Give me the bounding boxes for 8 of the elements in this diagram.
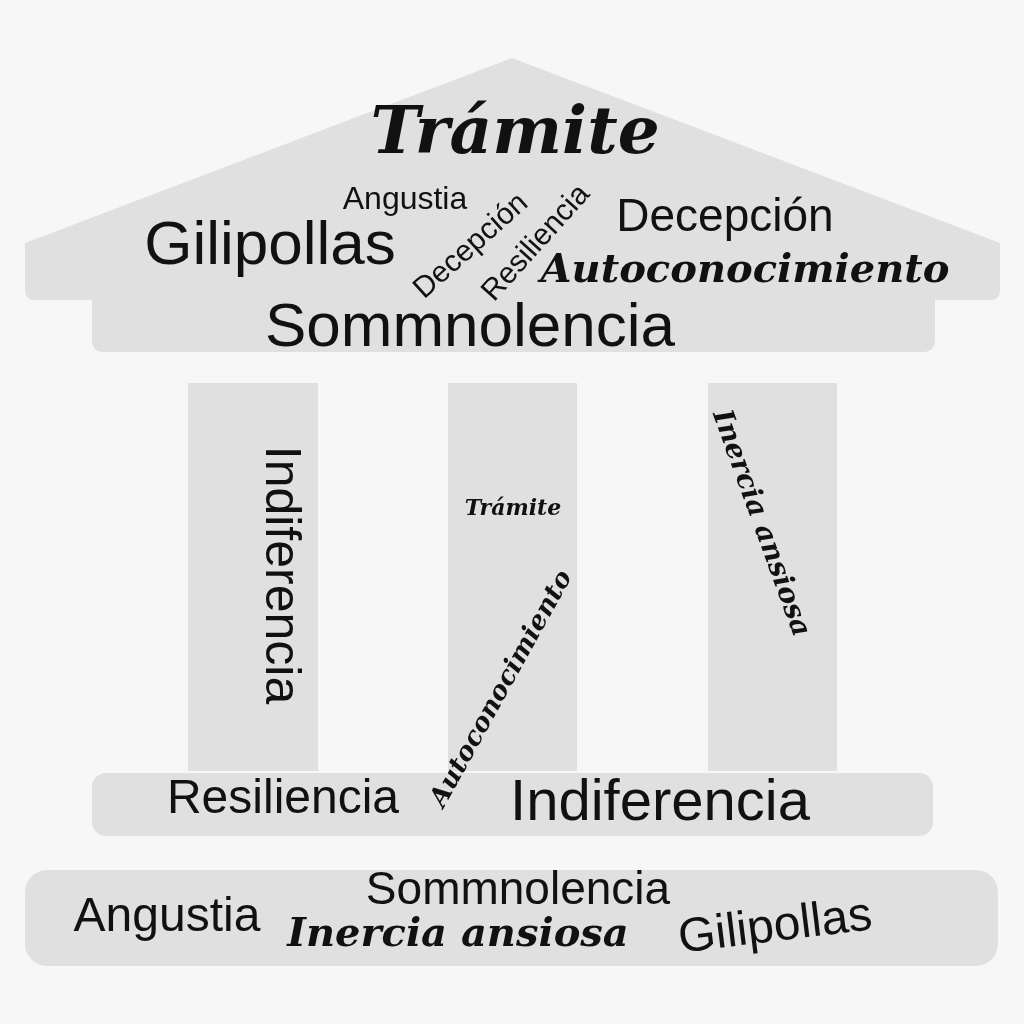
word: Indiferencia (258, 445, 308, 705)
word: Trámite (370, 97, 660, 163)
word: Inercia ansiosa (287, 912, 629, 952)
word: Gilipollas (675, 889, 875, 961)
word: Sommnolencia (365, 865, 671, 911)
word: Resiliencia (166, 773, 400, 821)
word: Trámite (464, 496, 562, 518)
word: Angustia (73, 891, 261, 939)
